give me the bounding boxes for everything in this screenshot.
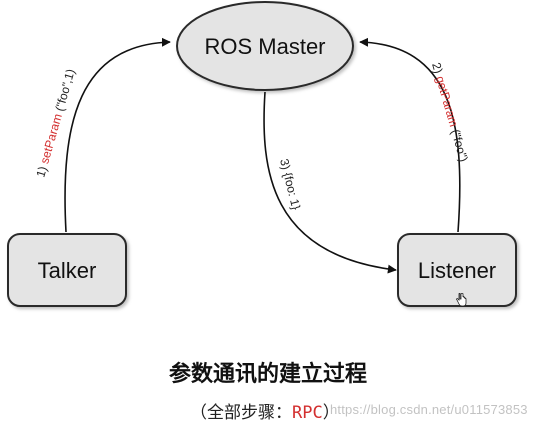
get-param-label: 2) getParam ("foo") (429, 61, 471, 163)
talker-node (7, 233, 127, 307)
set-param-label: 1) setParam ("foo",1) (33, 67, 77, 178)
diagram-subtitle: （全部步骤：RPC） (190, 398, 340, 423)
subtitle-rpc: RPC (292, 403, 323, 423)
watermark: https://blog.csdn.net/u011573853 (330, 402, 528, 417)
talker-label: Talker (38, 258, 97, 283)
set-param-method: setParam (37, 112, 65, 165)
hand-cursor-icon (456, 293, 467, 307)
reply-arrow (263, 91, 397, 274)
listener-node (397, 233, 517, 307)
ros-master-node (176, 1, 354, 91)
subtitle-prefix: （全部步骤： (190, 403, 292, 423)
get-param-method: getParam (433, 74, 461, 128)
diagram-title: 参数通讯的建立过程 (168, 362, 367, 387)
get-param-arrow (359, 37, 461, 233)
subtitle-suffix: ） (322, 403, 340, 423)
ros-master-label: ROS Master (204, 34, 325, 59)
set-param-arrow (64, 37, 171, 233)
listener-label: Listener (418, 258, 496, 283)
